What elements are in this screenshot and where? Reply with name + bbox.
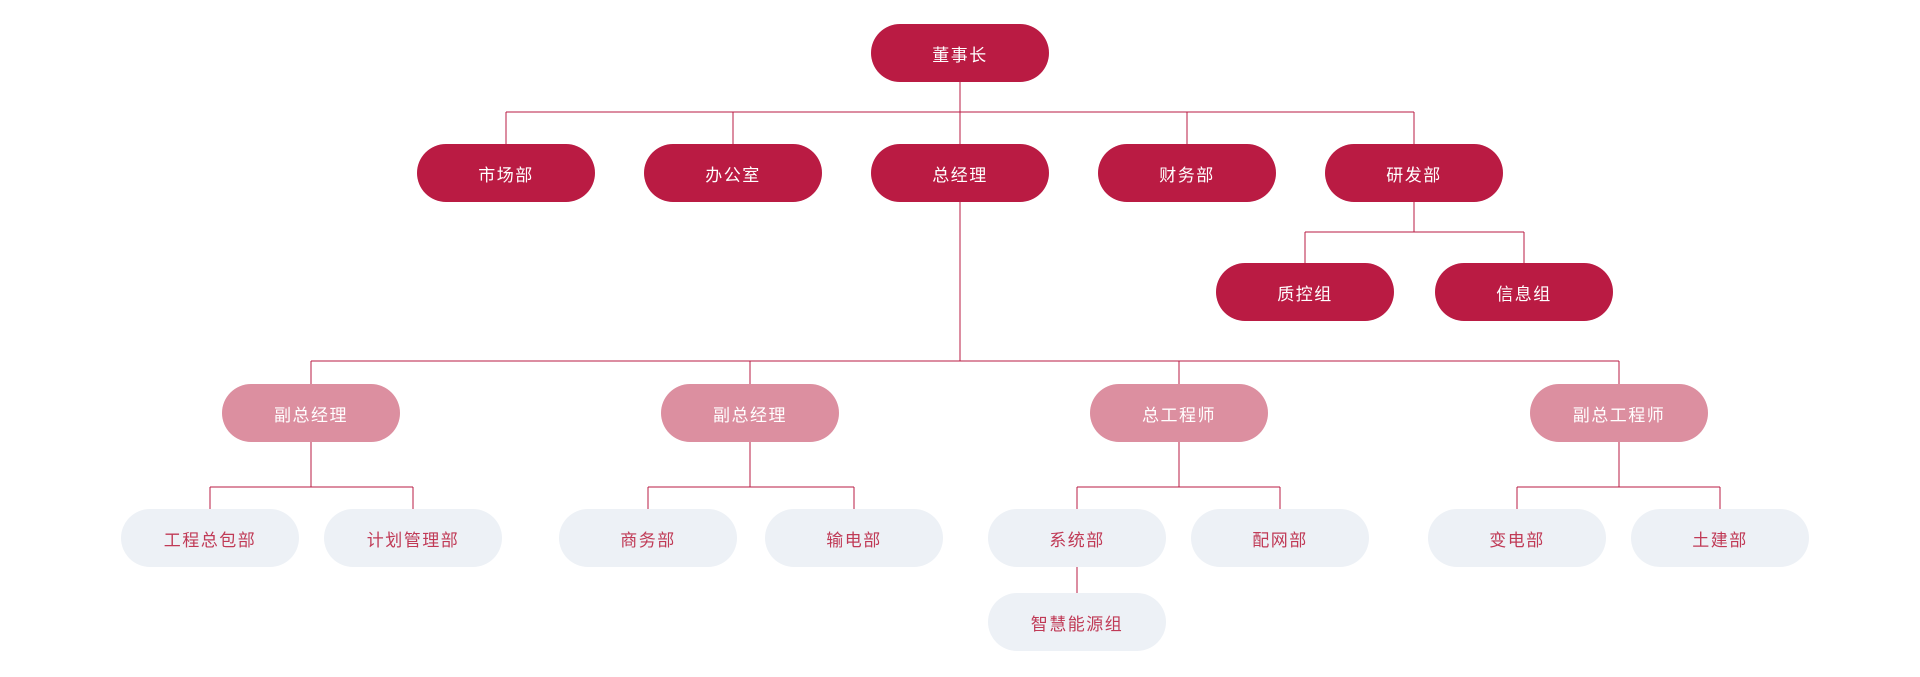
node-power-transmission-dept[interactable]: 输电部 [765, 509, 943, 567]
node-deputy-general-manager-1[interactable]: 副总经理 [222, 384, 400, 442]
node-rnd-dept[interactable]: 研发部 [1325, 144, 1503, 202]
node-distribution-network-dept[interactable]: 配网部 [1191, 509, 1369, 567]
node-deputy-chief-engineer[interactable]: 副总工程师 [1530, 384, 1708, 442]
node-quality-control-group[interactable]: 质控组 [1216, 263, 1394, 321]
node-office[interactable]: 办公室 [644, 144, 822, 202]
node-engineering-contracting-dept[interactable]: 工程总包部 [121, 509, 299, 567]
node-civil-engineering-dept[interactable]: 土建部 [1631, 509, 1809, 567]
node-chief-engineer[interactable]: 总工程师 [1090, 384, 1268, 442]
node-smart-energy-group[interactable]: 智慧能源组 [988, 593, 1166, 651]
node-deputy-general-manager-2[interactable]: 副总经理 [661, 384, 839, 442]
node-marketing-dept[interactable]: 市场部 [417, 144, 595, 202]
node-information-group[interactable]: 信息组 [1435, 263, 1613, 321]
node-finance-dept[interactable]: 财务部 [1098, 144, 1276, 202]
node-substation-dept[interactable]: 变电部 [1428, 509, 1606, 567]
node-commerce-dept[interactable]: 商务部 [559, 509, 737, 567]
node-system-dept[interactable]: 系统部 [988, 509, 1166, 567]
node-general-manager[interactable]: 总经理 [871, 144, 1049, 202]
node-chairman[interactable]: 董事长 [871, 24, 1049, 82]
node-planning-management-dept[interactable]: 计划管理部 [324, 509, 502, 567]
